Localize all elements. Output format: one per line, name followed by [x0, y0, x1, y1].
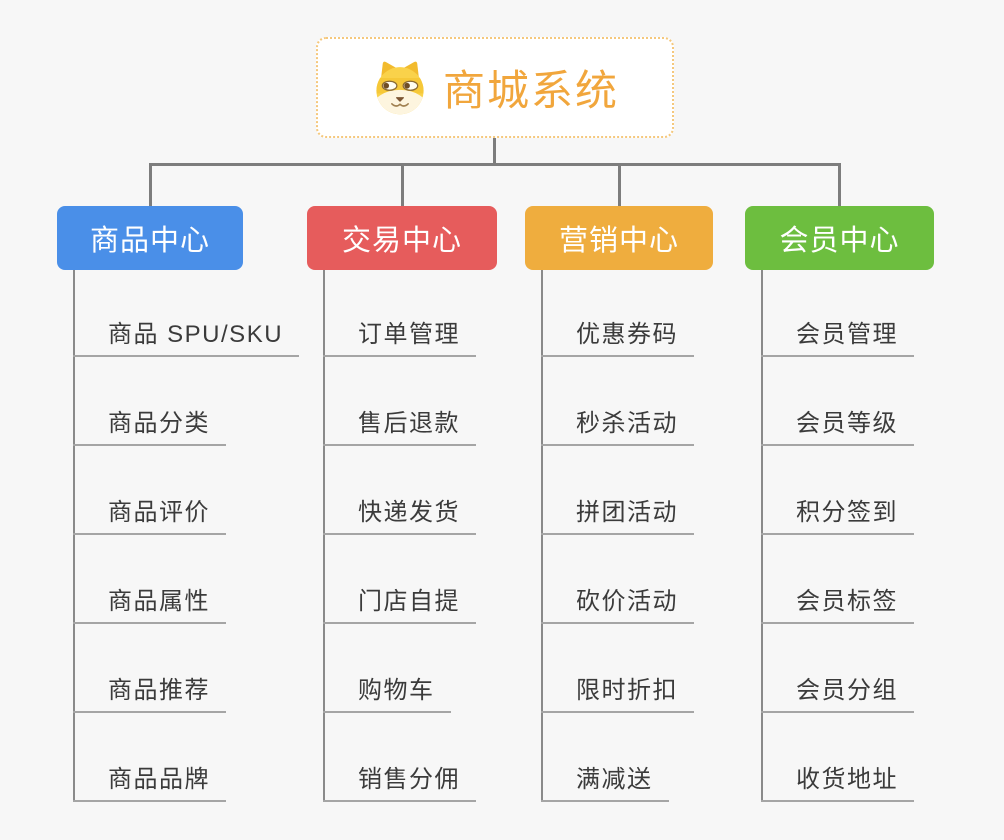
subtopic[interactable]: 会员分组: [761, 679, 914, 713]
subtopic[interactable]: 订单管理: [323, 323, 476, 357]
branch-topic-4[interactable]: 会员中心: [745, 206, 934, 270]
connector-line: [838, 166, 841, 206]
branch-spine: [323, 270, 325, 801]
subtopic[interactable]: 积分签到: [761, 501, 914, 535]
subtopic[interactable]: 优惠券码: [541, 323, 694, 357]
root-topic-title: 商城系统: [442, 67, 619, 114]
connector-line: [148, 166, 152, 206]
subtopic[interactable]: 售后退款: [323, 412, 476, 446]
doge-face-icon: [371, 59, 429, 117]
subtopic[interactable]: 快递发货: [323, 501, 476, 535]
subtopic[interactable]: 砍价活动: [541, 590, 694, 624]
root-topic[interactable]: 商城系统: [316, 37, 674, 138]
subtopic[interactable]: 收货地址: [761, 768, 914, 802]
branch-topic-2[interactable]: 交易中心: [307, 206, 497, 270]
subtopic[interactable]: 秒杀活动: [541, 412, 694, 446]
branch-spine: [73, 270, 75, 801]
connector-line: [617, 166, 621, 206]
subtopic[interactable]: 销售分佣: [323, 768, 476, 802]
connector-line: [400, 166, 404, 206]
subtopic[interactable]: 商品属性: [73, 590, 226, 624]
subtopic[interactable]: 会员管理: [761, 323, 914, 357]
subtopic[interactable]: 门店自提: [323, 590, 476, 624]
subtopic[interactable]: 购物车: [323, 679, 451, 713]
branch-spine: [761, 270, 763, 801]
subtopic[interactable]: 商品 SPU/SKU: [73, 323, 300, 357]
subtopic[interactable]: 会员等级: [761, 412, 914, 446]
subtopic[interactable]: 会员标签: [761, 590, 914, 624]
subtopic[interactable]: 商品品牌: [73, 768, 226, 802]
subtopic[interactable]: 商品分类: [73, 412, 226, 446]
subtopic[interactable]: 拼团活动: [541, 501, 694, 535]
branch-topic-3[interactable]: 营销中心: [525, 206, 713, 270]
branch-topic-1[interactable]: 商品中心: [57, 206, 243, 270]
branch-spine: [541, 270, 543, 801]
subtopic[interactable]: 限时折扣: [541, 679, 694, 713]
connector-line: [493, 138, 496, 163]
connector-line: [148, 163, 841, 166]
subtopic[interactable]: 商品评价: [73, 501, 226, 535]
subtopic[interactable]: 满减送: [541, 768, 669, 802]
subtopic[interactable]: 商品推荐: [73, 679, 226, 713]
